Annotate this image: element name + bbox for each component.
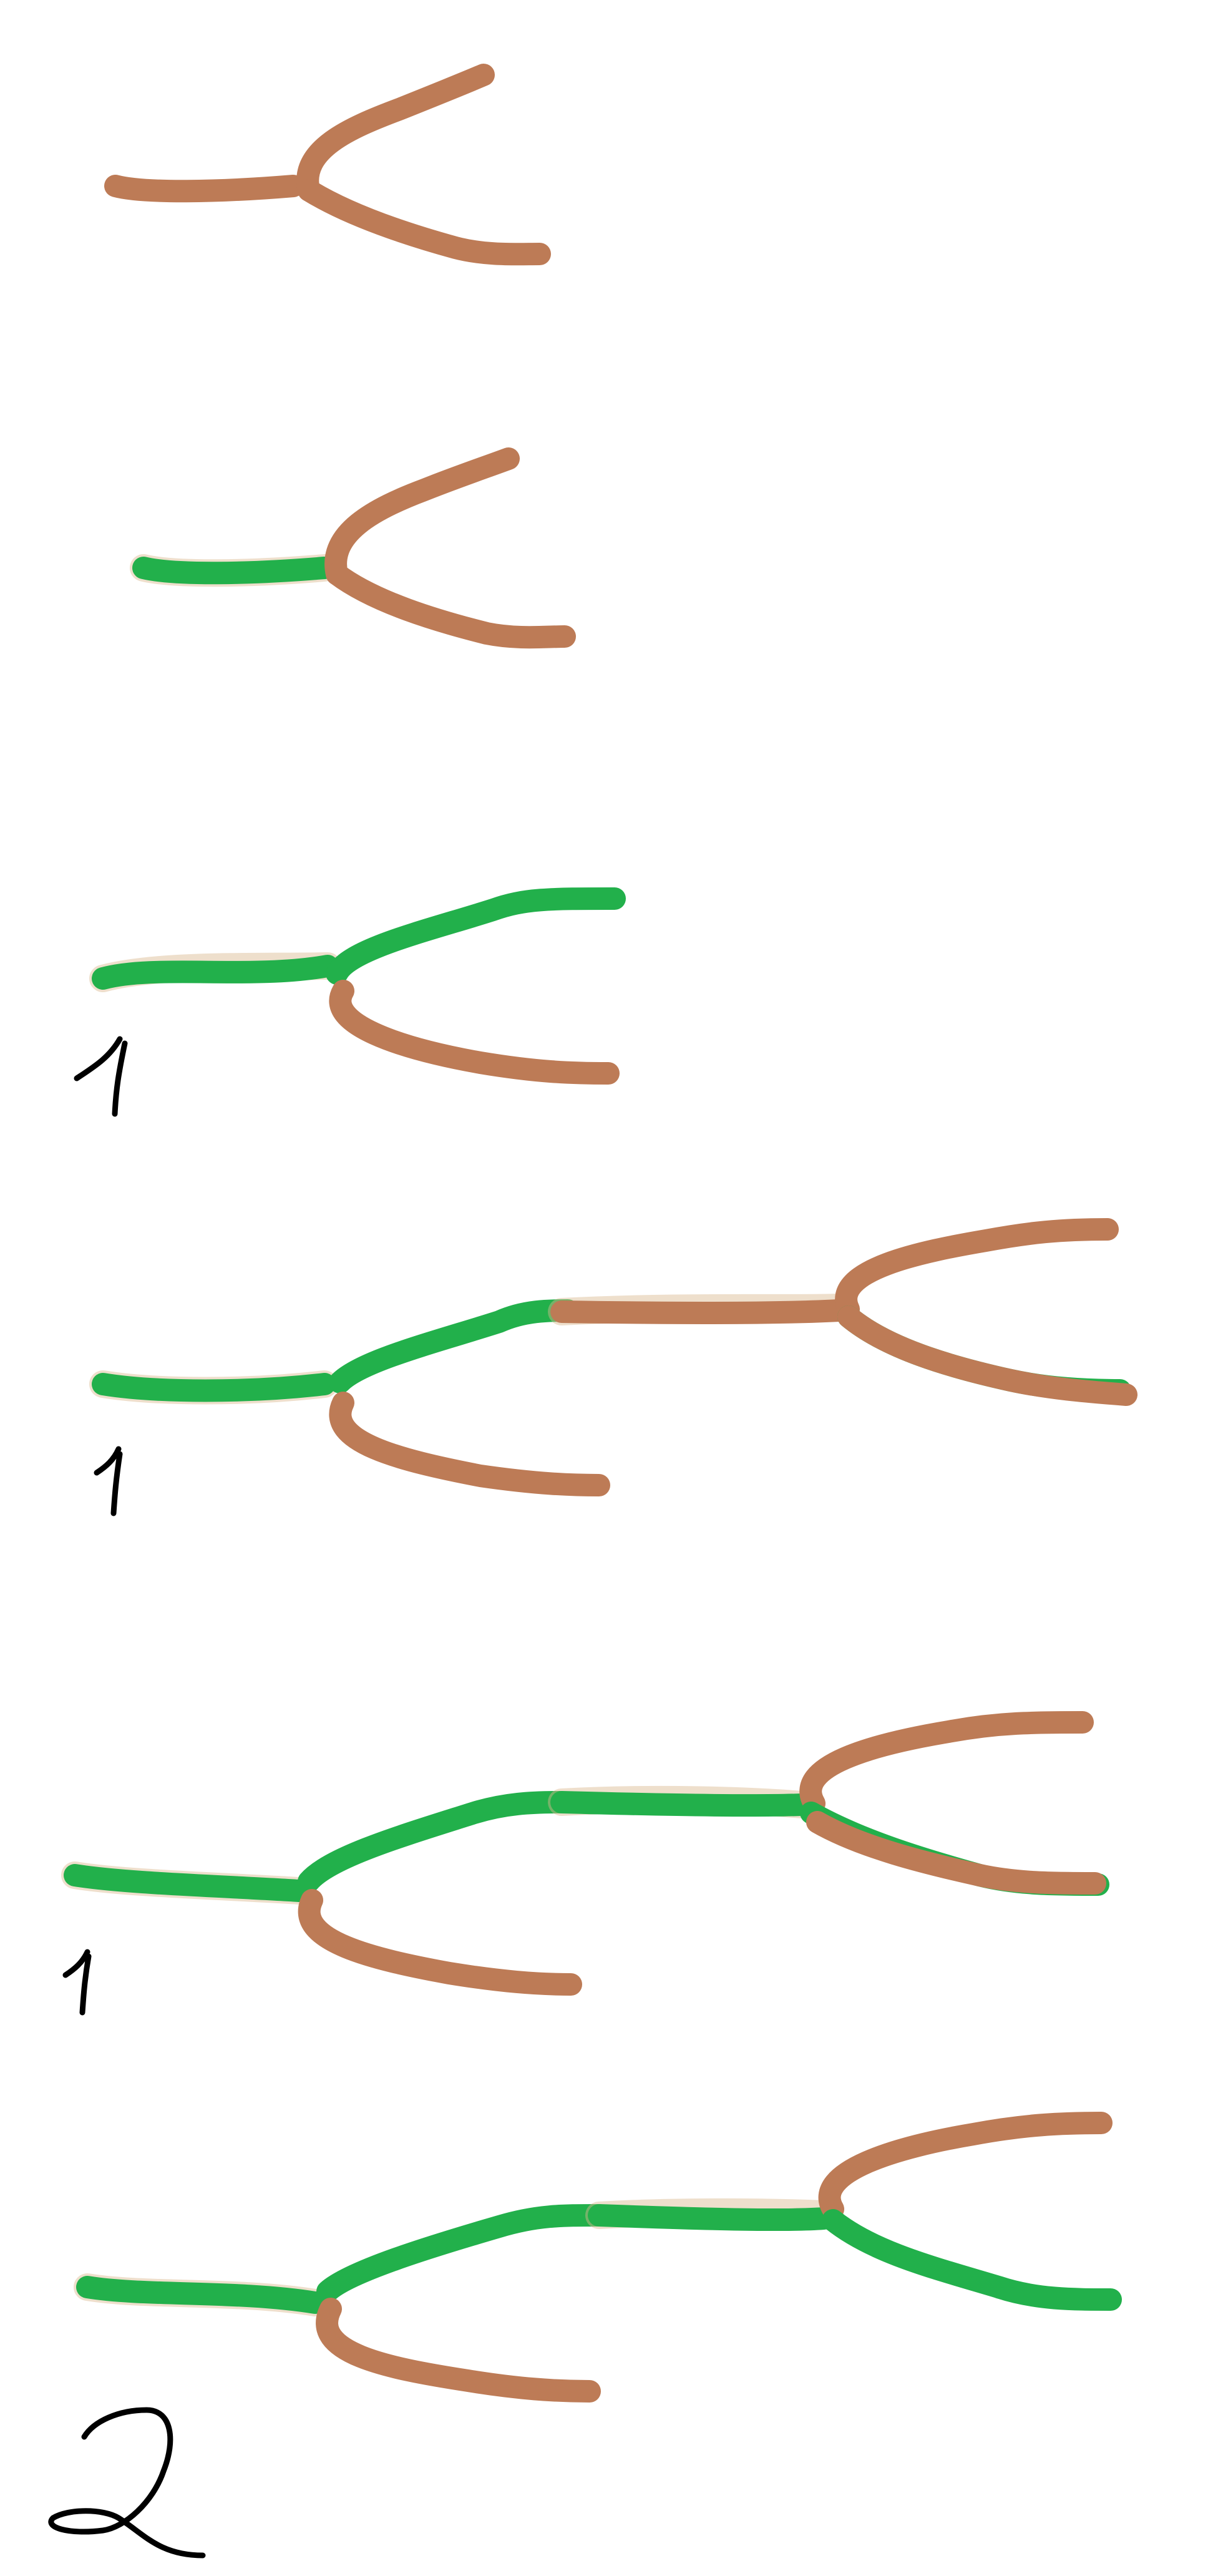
trunk-segment xyxy=(132,557,336,585)
second-upper-branch xyxy=(818,2112,1113,2220)
fork-diagram-2 xyxy=(130,447,576,649)
fork-diagram-1 xyxy=(104,64,551,266)
step-count-label xyxy=(48,2407,206,2559)
trunk-segment xyxy=(92,1373,336,1402)
lower-branch xyxy=(329,980,620,1085)
upper-branch xyxy=(296,64,495,202)
middle-segment xyxy=(550,1791,813,1817)
lower-branch xyxy=(298,179,551,266)
trunk-segment xyxy=(92,955,339,990)
step-count-label xyxy=(94,1446,123,1516)
lower-branch xyxy=(316,2298,601,2403)
fork-diagram-4 xyxy=(89,1218,1137,1516)
upper-branch xyxy=(326,887,626,985)
second-upper-branch xyxy=(835,1218,1119,1320)
second-lower-branch-overlay xyxy=(806,1811,1106,1895)
lower-branch xyxy=(298,1889,582,1996)
trunk-segment xyxy=(104,175,304,203)
fork-diagram-3 xyxy=(74,887,626,1117)
upper-branch xyxy=(298,1791,573,1893)
upper-branch xyxy=(324,447,520,585)
lower-branch xyxy=(329,1392,610,1496)
trunk-segment xyxy=(76,2276,326,2314)
step-count-label xyxy=(62,1949,92,2016)
step-count-label xyxy=(74,1036,128,1117)
second-lower-branch xyxy=(822,2209,1122,2311)
middle-segment xyxy=(550,1299,850,1325)
fork-diagram-6 xyxy=(48,2112,1122,2559)
fork-diagram-5 xyxy=(61,1711,1109,2016)
second-upper-branch xyxy=(799,1711,1094,1815)
upper-branch xyxy=(316,2204,610,2303)
lower-branch xyxy=(326,563,576,649)
trunk-segment xyxy=(64,1864,311,1902)
second-lower-branch-overlay xyxy=(837,1305,1137,1406)
upper-branch xyxy=(329,1299,579,1393)
middle-segment xyxy=(588,2204,835,2232)
